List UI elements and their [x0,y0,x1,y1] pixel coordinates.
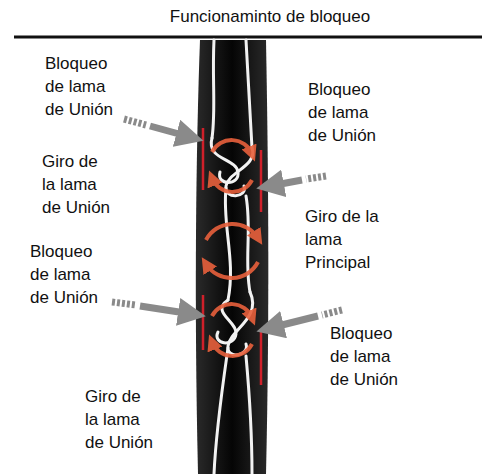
profile-band [196,40,268,474]
title: Funcionaminto de bloqueo [150,6,390,28]
callout-label: Giro de la lama Principal [305,205,385,274]
callout-label: Bloqueo de lama de Unión [330,322,402,391]
callout-label: Bloqueo de lama de Unión [308,78,380,147]
title-rule [14,36,482,39]
lock-line [203,128,261,385]
callout-label: Giro de la lama de Unión [42,150,114,219]
rotation-arrow [206,140,258,356]
slat-profile [211,40,253,474]
callout-label: Giro de la lama de Unión [85,385,157,454]
callout-label: Bloqueo de lama de Unión [30,240,102,309]
callout-label: Bloqueo de lama de Unión [45,52,117,121]
